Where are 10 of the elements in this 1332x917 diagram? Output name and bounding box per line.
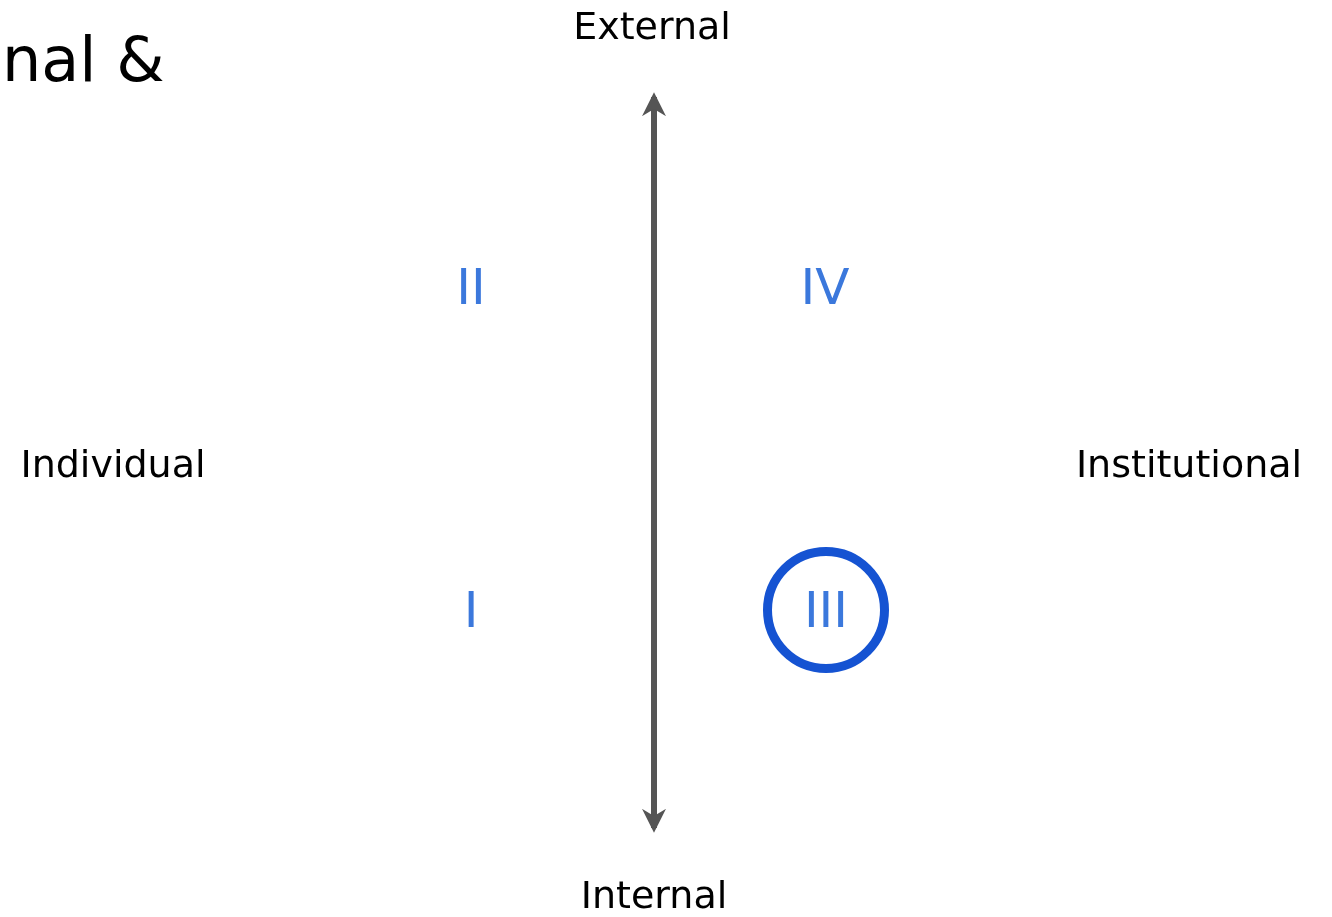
axis-label: External bbox=[573, 7, 731, 45]
axis-label: Internal bbox=[580, 876, 728, 914]
quadrant-numeral: I bbox=[463, 585, 479, 635]
quadrant-numeral: IV bbox=[800, 262, 850, 312]
axis-label: Institutional bbox=[1075, 445, 1303, 483]
quadrant-numeral: III bbox=[803, 585, 849, 635]
quadrant-numeral: II bbox=[456, 262, 486, 312]
axis-label: Individual bbox=[20, 445, 206, 483]
title-fragment: nal & bbox=[2, 29, 165, 91]
circle-marker bbox=[763, 547, 889, 673]
